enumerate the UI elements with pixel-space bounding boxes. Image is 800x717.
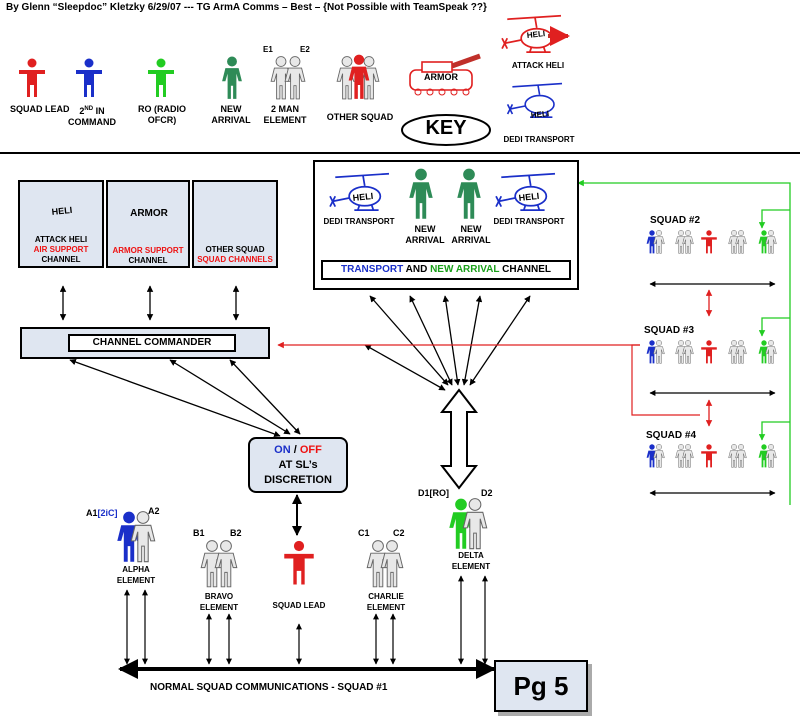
arrow-delta-double: [439, 388, 479, 490]
other-box-title: OTHER SQUAD: [205, 245, 265, 254]
onoff-box: ON / OFF AT SL’s DISCRETION: [248, 437, 348, 493]
bravo-b2-label: B2: [230, 528, 242, 538]
delta-element-label: DELTA ELEMENT: [451, 551, 491, 571]
squad4-label: SQUAD #4: [646, 430, 697, 441]
channel-commander-box: CHANNEL COMMANDER: [20, 327, 270, 359]
squad3-label: SQUAD #3: [644, 325, 695, 336]
red-connector-s3: [631, 344, 700, 416]
arrow-fan-2: [409, 295, 453, 386]
key-squad-lead-label: SQUAD LEAD: [10, 104, 70, 114]
other-box-line2: SQUAD CHANNELS: [197, 255, 273, 264]
key-2man-label: 2 MAN ELEMENT: [263, 104, 307, 125]
alpha-a1-label: A1[2iC]: [86, 508, 118, 518]
key-e2-label: E2: [300, 45, 310, 54]
key-other-squad-fig1: [336, 56, 358, 100]
key-2ic-label: 2ND IN COMMAND: [68, 106, 116, 127]
channel-commander-label: CHANNEL COMMANDER: [68, 334, 236, 352]
key-armor-label: ARMOR: [424, 72, 458, 82]
bravo-b1-label: B1: [193, 528, 205, 538]
transport-dedi2: DEDI TRANSPORT: [493, 217, 565, 226]
squad3-group: [646, 340, 777, 396]
arrow-cmd-onoff-3: [229, 359, 301, 435]
squad1-verticals: [124, 575, 488, 665]
squad-lead-label: SQUAD LEAD: [272, 601, 326, 610]
key-armor-icon: [409, 53, 481, 96]
arrow-fan-3: [442, 295, 461, 386]
key-new-arrival-figure: [222, 56, 242, 99]
bravo-element-label: BRAVO ELEMENT: [199, 592, 239, 612]
arrow-cmd-onoff-1: [69, 358, 281, 438]
armor-box-title: ARMOR: [130, 208, 168, 219]
key-2ic-figure: [76, 58, 102, 97]
arrow-cmd-onoff-2: [169, 359, 291, 435]
charlie-c2-label: C2: [393, 528, 405, 538]
key-new-arrival-label: NEW ARRIVAL: [211, 104, 251, 125]
transport-box: DEDI TRANSPORT NEW ARRIVAL NEW ARRIVAL D…: [313, 160, 579, 290]
key-dedi-transport-label: DEDI TRANSPORT: [503, 135, 575, 144]
normal-comms-label: NORMAL SQUAD COMMUNICATIONS - SQUAD #1: [150, 682, 388, 693]
arrow-transport-delta: [364, 344, 446, 391]
onoff-line1: ON / OFF: [274, 444, 322, 456]
charlie-c1-label: C1: [358, 528, 370, 538]
green-s3: [758, 317, 790, 337]
alpha-a2-label: A2: [148, 506, 160, 516]
header-credit: By Glenn “Sleepdoc” Kletzky 6/29/07 --- …: [6, 2, 487, 13]
arrow-fan-4: [461, 295, 483, 386]
key-other-squad-label: OTHER SQUAD: [326, 112, 394, 122]
armor-support-box: ARMOR ARMOR SUPPORT CHANNEL: [106, 180, 190, 268]
key-ro-figure: [148, 58, 174, 97]
air-box-line3: CHANNEL: [41, 255, 81, 264]
transport-arrival2: NEW ARRIVAL: [451, 224, 491, 245]
key-title: KEY: [425, 117, 467, 139]
other-squad-box: OTHER SQUAD SQUAD CHANNELS: [192, 180, 278, 268]
key-attack-heli-label: ATTACK HELI: [511, 61, 565, 70]
green-channel-line: [577, 179, 791, 505]
alpha-a2-figure: [130, 510, 156, 563]
alpha-element-label: ALPHA ELEMENT: [116, 565, 156, 585]
delta-d2-label: D2: [481, 488, 493, 498]
squad2-group: [646, 230, 777, 287]
delta-d1-label: D1[RO]: [418, 488, 449, 498]
delta-d2-figure: [462, 497, 488, 550]
key-e2-figure: [284, 56, 306, 100]
charlie-element-label: CHARLIE ELEMENT: [366, 592, 406, 612]
transport-arrival1: NEW ARRIVAL: [405, 224, 445, 245]
key-ro-label: RO (RADIO OFCR): [138, 104, 186, 125]
green-s4: [758, 421, 790, 441]
air-box-line2: AIR SUPPORT: [33, 245, 89, 254]
charlie-c2-figure: [380, 539, 404, 588]
page-number: Pg 5: [494, 660, 588, 712]
armor-box-line3: CHANNEL: [128, 256, 168, 265]
arrow-fan-1: [369, 295, 449, 386]
air-support-box: ATTACK HELI AIR SUPPORT CHANNEL: [18, 180, 104, 268]
armor-box-line2: ARMOR SUPPORT: [112, 246, 184, 255]
squad-lead-figure: [284, 540, 314, 585]
air-box-title: ATTACK HELI: [34, 235, 88, 244]
transport-channel-bar: TRANSPORT AND NEW ARRIVAL CHANNEL: [321, 260, 571, 280]
key-e1-label: E1: [263, 45, 273, 54]
key-ellipse: [401, 114, 491, 146]
onoff-line2: AT SL’s: [278, 459, 318, 471]
green-s2: [758, 209, 790, 229]
transport-dedi1: DEDI TRANSPORT: [323, 217, 395, 226]
onoff-line3: DISCRETION: [264, 474, 332, 486]
arrow-fan-5: [469, 295, 531, 386]
bravo-b2-figure: [214, 539, 238, 588]
key-squad-lead-figure: [19, 58, 45, 97]
squad4-group: [646, 444, 777, 496]
squad2-label: SQUAD #2: [650, 215, 701, 226]
